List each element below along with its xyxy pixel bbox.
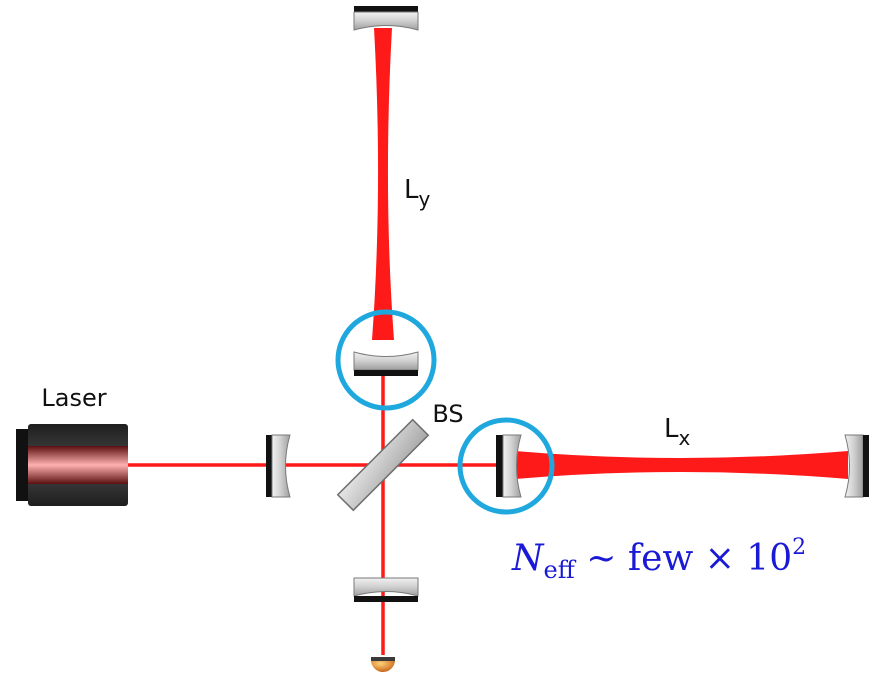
y-input-mirror	[353, 351, 419, 376]
x-input-mirror	[496, 434, 522, 498]
y-end-mirror	[353, 6, 419, 31]
output-mirror	[353, 577, 419, 602]
arm-x-label: Lx	[664, 414, 691, 450]
y-arm-cavity-beam	[372, 28, 394, 340]
effective-number-annotation: Neff ~ few × 102	[511, 535, 806, 584]
recycling-mirror	[266, 434, 291, 498]
x-end-mirror	[844, 434, 869, 498]
y-input-mirror-highlight	[335, 309, 437, 411]
arm-y-label: Ly	[404, 175, 431, 211]
beam-splitter	[336, 418, 430, 512]
beam-splitter-label: BS	[432, 400, 463, 428]
photodetector	[371, 657, 395, 672]
x-arm-cavity-beam	[515, 451, 848, 479]
laser-label: Laser	[41, 384, 106, 412]
laser-source	[16, 424, 128, 506]
x-input-mirror-highlight	[457, 417, 555, 515]
